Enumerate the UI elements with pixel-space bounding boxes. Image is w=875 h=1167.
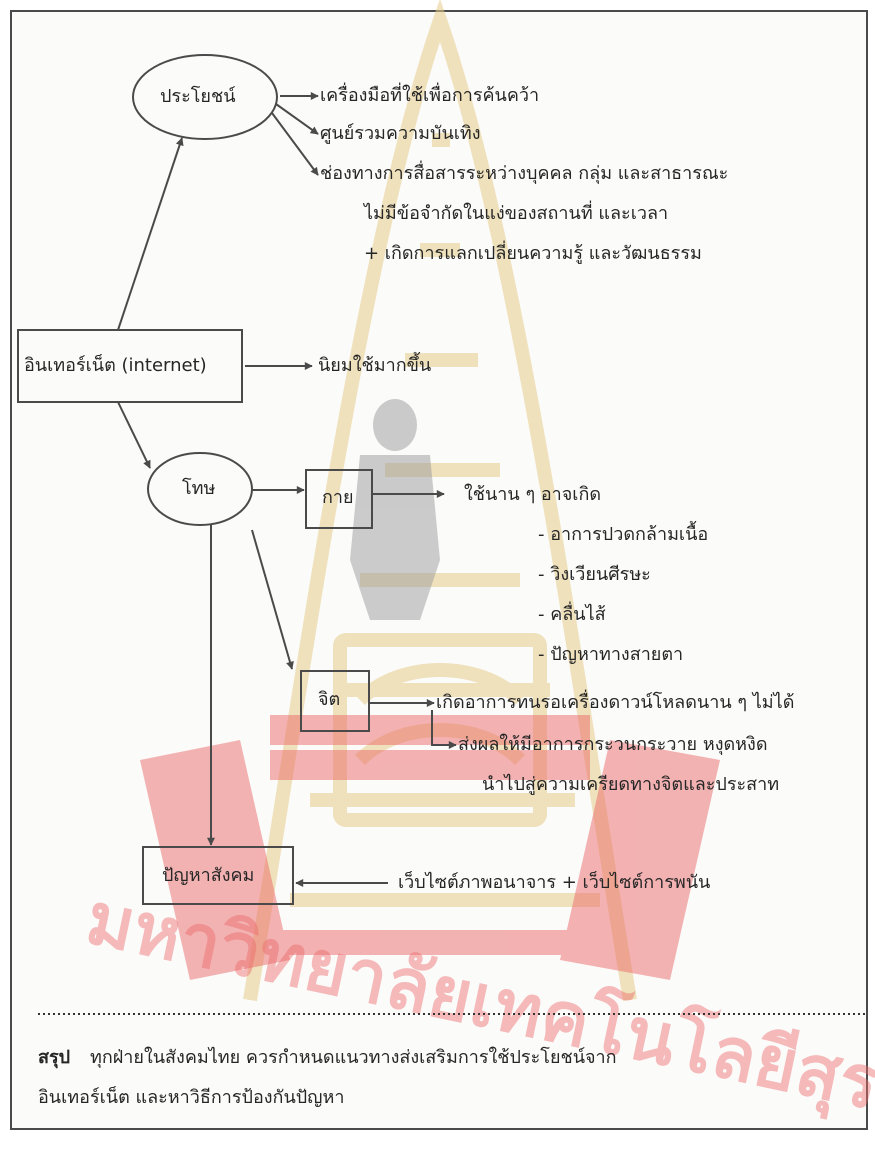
body-label: กาย [322, 487, 354, 508]
social-box [142, 846, 294, 905]
popular-text: นิยมใช้มากขึ้น [318, 355, 432, 376]
body-effects-heading: ใช้นาน ๆ อาจเกิด [464, 484, 602, 505]
summary-line-2: อินเทอร์เน็ต และหาวิธีการป้องกันปัญหา [38, 1087, 345, 1108]
arrow-benefit-3 [271, 112, 319, 176]
mind-effect-item: ส่งผลให้มีอาการกระวนกระวาย หงุดหงิด [458, 734, 768, 755]
summary-label: สรุป [38, 1047, 71, 1068]
benefit-item: ศูนย์รวมความบันเทิง [320, 123, 481, 144]
body-effect-item: - อาการปวดกล้ามเนื้อ [538, 524, 709, 545]
social-cause-text: เว็บไซต์ภาพอนาจาร + เว็บไซต์การพนัน [398, 872, 711, 893]
body-effect-item: - ปัญหาทางสายตา [538, 644, 684, 665]
internet-box [17, 329, 243, 403]
mind-label: จิต [318, 689, 341, 710]
arrow-internet-to-benefit [117, 137, 184, 331]
mind-effect-item: เกิดอาการทนรอเครื่องดาวน์โหลดนาน ๆ ไม่ได… [436, 692, 795, 713]
arrow-mind-followup [431, 710, 457, 749]
body-box [305, 469, 373, 529]
body-effect-item: - วิงเวียนศีรษะ [538, 564, 651, 585]
arrow-benefit-2 [275, 103, 319, 135]
internet-label: อินเทอร์เน็ต (internet) [24, 355, 207, 376]
benefit-item: เครื่องมือที่ใช้เพื่อการค้นคว้า [320, 85, 540, 106]
benefit-item: ช่องทางการสื่อสารระหว่างบุคคล กลุ่ม และส… [320, 163, 729, 184]
arrow-harm-to-mind [251, 529, 294, 670]
benefit-item: + เกิดการแลกเปลี่ยนความรู้ และวัฒนธรรม [364, 243, 702, 264]
summary-line-1: ทุกฝ่ายในสังคมไทย ควรกำหนดแนวทางส่งเสริม… [90, 1047, 617, 1068]
benefit-item: ไม่มีข้อจำกัดในแง่ของสถานที่ และเวลา [364, 203, 669, 224]
arrow-internet-to-harm [117, 401, 151, 469]
body-effect-item: - คลื่นไส้ [538, 604, 606, 625]
benefit-ellipse [132, 54, 278, 140]
connector-lines [17, 54, 866, 1015]
page: มหาวิทยาลัยเทคโนโลยีสุรนารี [10, 0, 875, 1152]
mind-effect-item: นำไปสู่ความเครียดทางจิตและประสาท [482, 774, 780, 795]
benefit-label: ประโยชน์ [160, 86, 236, 107]
mind-box [300, 670, 370, 732]
social-problem-label: ปัญหาสังคม [162, 865, 255, 886]
harm-label: โทษ [182, 478, 216, 499]
